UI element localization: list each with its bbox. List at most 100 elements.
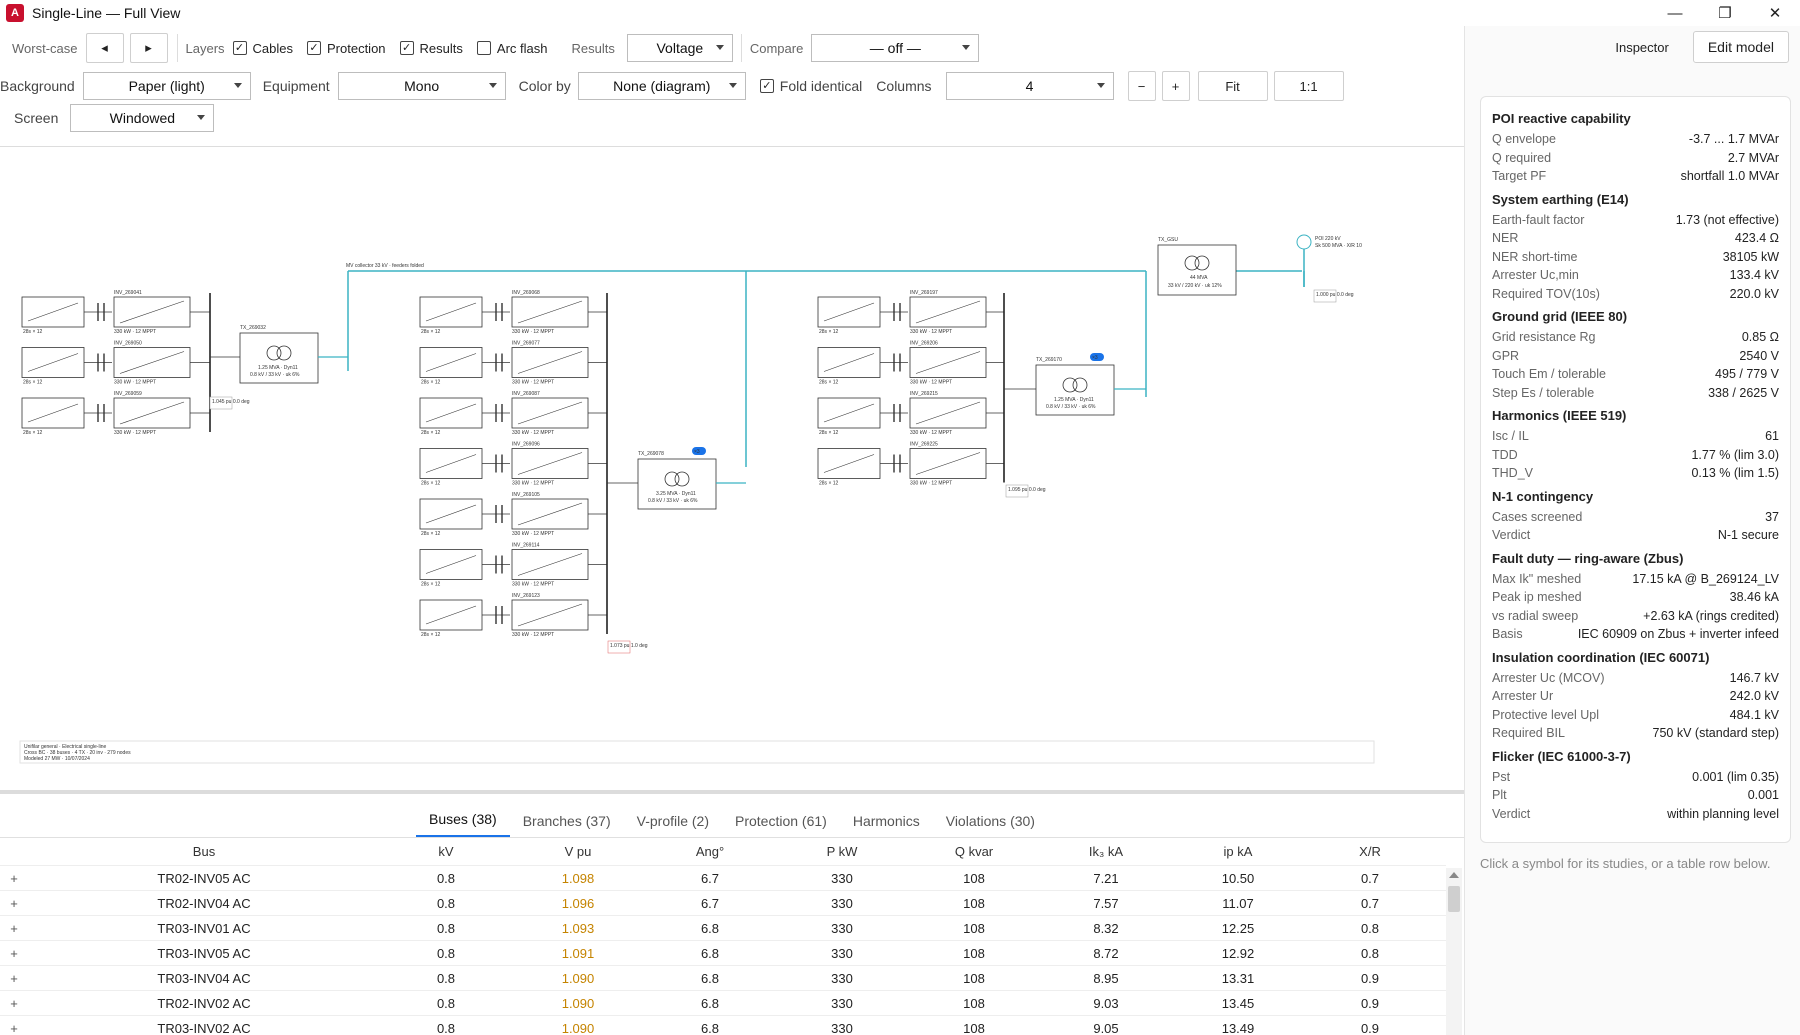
- poi-grid-icon[interactable]: [1296, 234, 1312, 250]
- transformer-winding-icon: [664, 471, 680, 487]
- results-checkbox[interactable]: ✓Results: [399, 41, 463, 56]
- poi-detail: Sk 500 MVA · X/R 10: [1315, 243, 1362, 249]
- worst-case-prev-button[interactable]: ◂: [85, 33, 124, 63]
- bus-result-box[interactable]: [1005, 484, 1029, 498]
- diagram-canvas[interactable]: MV collector 33 kV · feeders folded TX_G…: [0, 146, 1464, 794]
- tab-violations[interactable]: Violations (30): [945, 813, 1035, 829]
- inverter-diagonal-icon: [517, 603, 583, 627]
- transformer-ratio: 0.8 kV / 33 kV · uk 6%: [1046, 404, 1096, 410]
- column-header[interactable]: Ang°: [695, 844, 725, 859]
- single-line-diagram[interactable]: MV collector 33 kV · feeders folded TX_G…: [0, 147, 1464, 791]
- inspector-value: 220.0 kV: [1729, 286, 1779, 301]
- expand-button[interactable]: +: [10, 1020, 18, 1035]
- protection-checkbox[interactable]: ✓Protection: [307, 41, 386, 56]
- scroll-up-icon[interactable]: [1449, 872, 1459, 878]
- column-header[interactable]: V pu: [564, 844, 592, 859]
- arc-flash-checkbox[interactable]: Arc flash: [476, 41, 547, 56]
- inverter-name: INV_269105: [512, 492, 540, 498]
- transformer-name: TX_269032: [240, 325, 266, 331]
- inverter-rating: 330 kW · 12 MPPT: [910, 481, 952, 487]
- bus-name-cell: TR02-INV05 AC: [157, 870, 251, 886]
- pv-label: 28s × 12: [23, 380, 43, 386]
- compare-select[interactable]: — off —: [811, 34, 980, 62]
- screen-select[interactable]: Windowed: [70, 104, 215, 132]
- inspector-kv-row: Arrester Uc (MCOV)146.7 kV: [1492, 669, 1779, 688]
- color-by-select[interactable]: None (diagram): [577, 72, 746, 100]
- column-header[interactable]: X/R: [1359, 844, 1381, 859]
- tab-protection[interactable]: Protection (61): [735, 813, 827, 829]
- pv-diagonal-icon: [425, 403, 477, 423]
- zoom-in-button[interactable]: +: [1161, 71, 1190, 101]
- kv-cell: 0.8: [436, 920, 456, 936]
- cables-checkbox[interactable]: ✓Cables: [232, 41, 293, 56]
- column-header[interactable]: ip kA: [1223, 844, 1253, 859]
- expand-button[interactable]: +: [10, 870, 18, 886]
- fold-identical-checkbox[interactable]: ✓Fold identical: [759, 78, 862, 94]
- table-scrollbar[interactable]: [1446, 868, 1462, 1035]
- column-header[interactable]: Q kvar: [954, 844, 994, 859]
- inspector-value: 0.13 % (lim 1.5): [1691, 466, 1779, 480]
- background-select[interactable]: Paper (light): [82, 72, 251, 100]
- bus-name-cell: TR03-INV04 AC: [157, 970, 251, 986]
- angle-cell: 6.8: [700, 970, 720, 986]
- close-button[interactable]: ✕: [1768, 5, 1782, 22]
- tab-buses[interactable]: Buses (38): [416, 811, 510, 837]
- transformer-rating: 1.25 MVA · Dyn11: [1054, 397, 1094, 403]
- expand-button[interactable]: +: [10, 920, 18, 936]
- equipment-select[interactable]: Mono: [337, 72, 506, 100]
- worst-case-next-button[interactable]: ▸: [129, 33, 168, 63]
- inspector-tab[interactable]: Inspector: [1615, 39, 1669, 55]
- xr-cell: 0.7: [1360, 870, 1380, 886]
- gsu-transformer[interactable]: [1157, 244, 1237, 296]
- expand-button[interactable]: +: [10, 895, 18, 911]
- restore-button[interactable]: ❐: [1718, 5, 1732, 22]
- column-header[interactable]: Bus: [192, 844, 216, 859]
- inspector-section-title: System earthing (E14): [1492, 191, 1629, 207]
- inspector-section-title: N-1 contingency: [1492, 488, 1594, 504]
- inspector-value: 1.77 % (lim 3.0): [1691, 447, 1779, 462]
- fold-count-badge[interactable]: [1090, 353, 1104, 361]
- columns-select[interactable]: 4: [945, 72, 1114, 100]
- inspector-key: Isc / IL: [1492, 429, 1529, 443]
- one-to-one-button[interactable]: 1:1: [1273, 71, 1344, 101]
- tab-branches[interactable]: Branches (37): [522, 813, 611, 829]
- fit-button[interactable]: Fit: [1197, 71, 1268, 101]
- xr-cell: 0.7: [1360, 895, 1380, 911]
- bus-result-box[interactable]: [209, 396, 233, 410]
- expand-button[interactable]: +: [10, 970, 18, 986]
- expand-button[interactable]: +: [10, 945, 18, 961]
- tab-v-profile[interactable]: V-profile (2): [636, 813, 709, 829]
- column-header[interactable]: Ik₃ kA: [1088, 844, 1124, 859]
- pv-diagonal-icon: [425, 504, 477, 524]
- toolbar-row-3: Screen Windowed: [14, 102, 215, 134]
- minimize-button[interactable]: —: [1667, 4, 1683, 22]
- app-icon: A: [6, 4, 24, 22]
- transformer-name: TX_269170: [1036, 357, 1062, 363]
- column-header[interactable]: P kW: [826, 844, 858, 859]
- pv-array-box[interactable]: [21, 347, 85, 378]
- expand-button[interactable]: +: [10, 995, 18, 1011]
- zoom-out-button[interactable]: −: [1127, 71, 1156, 101]
- fold-count-badge[interactable]: [692, 447, 706, 455]
- inspector-value: +2.63 kA (rings credited): [1643, 608, 1779, 623]
- tab-harmonics[interactable]: Harmonics: [852, 813, 920, 829]
- inverter-rating: 330 kW · 12 MPPT: [512, 481, 554, 487]
- pv-label: 28s × 12: [421, 380, 441, 386]
- scroll-thumb[interactable]: [1448, 886, 1460, 912]
- column-header[interactable]: kV: [438, 844, 454, 859]
- pv-array-box[interactable]: [419, 296, 483, 328]
- results-select[interactable]: Voltage: [626, 34, 733, 62]
- bus-result-box[interactable]: [607, 640, 631, 654]
- inverter-name: INV_269059: [114, 391, 142, 397]
- edit-model-button[interactable]: Edit model: [1692, 31, 1789, 63]
